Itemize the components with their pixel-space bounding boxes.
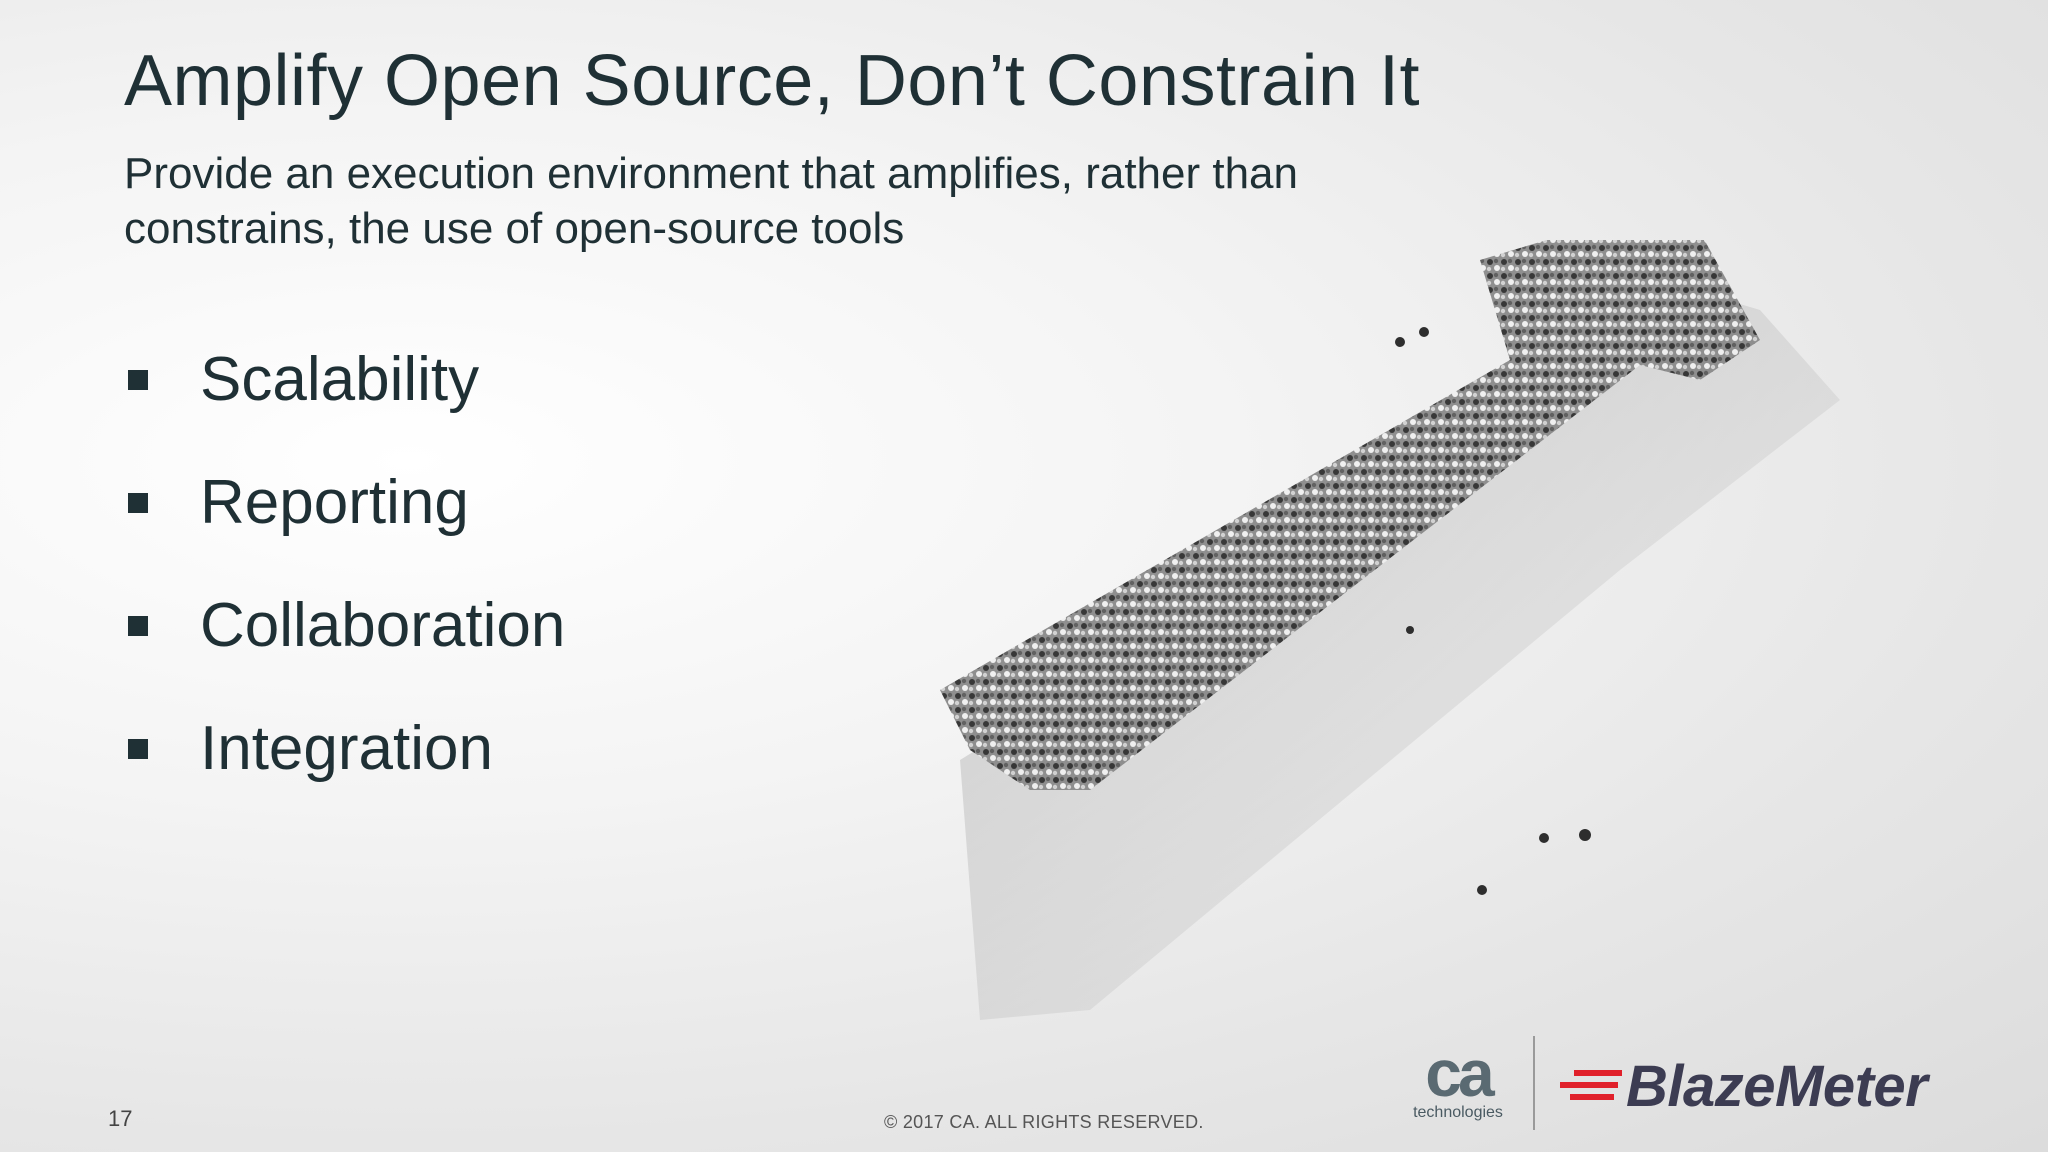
- square-bullet-icon: [128, 738, 148, 759]
- bullet-label: Collaboration: [200, 591, 566, 660]
- crowd-arrow-shape: [940, 240, 1760, 790]
- bullet-item: Integration: [124, 687, 565, 810]
- logo-divider: [1533, 1036, 1535, 1130]
- blazemeter-wordmark: BlazeMeter: [1626, 1053, 1928, 1119]
- bullet-list: Scalability Reporting Collaboration Inte…: [124, 318, 565, 810]
- copyright-text: © 2017 CA. ALL RIGHTS RESERVED.: [884, 1112, 1204, 1132]
- crowd-shadow: [960, 280, 1840, 1020]
- ca-logo-mark: ca: [1425, 1036, 1494, 1110]
- blazemeter-logo: BlazeMeter: [1556, 1053, 1928, 1119]
- bullet-label: Scalability: [200, 345, 480, 414]
- bullet-item: Collaboration: [124, 564, 565, 687]
- ca-technologies-logo: ca technologies: [1410, 1040, 1506, 1128]
- square-bullet-icon: [128, 492, 148, 513]
- square-bullet-icon: [128, 615, 148, 636]
- ca-logo-subtext: technologies: [1413, 1104, 1503, 1121]
- bullet-label: Integration: [200, 714, 493, 783]
- slide-subtitle: Provide an execution environment that am…: [124, 149, 1298, 253]
- stray-people: [1395, 327, 1591, 895]
- slide-title: Amplify Open Source, Don’t Constrain It: [124, 41, 1421, 121]
- crowd-arrow-image: [940, 240, 1840, 1020]
- bullet-item: Reporting: [124, 441, 565, 564]
- blazemeter-speed-lines-icon: [1560, 1070, 1622, 1100]
- page-number: 17: [108, 1106, 133, 1131]
- square-bullet-icon: [128, 369, 148, 390]
- bullet-item: Scalability: [124, 318, 565, 441]
- bullet-label: Reporting: [200, 468, 469, 537]
